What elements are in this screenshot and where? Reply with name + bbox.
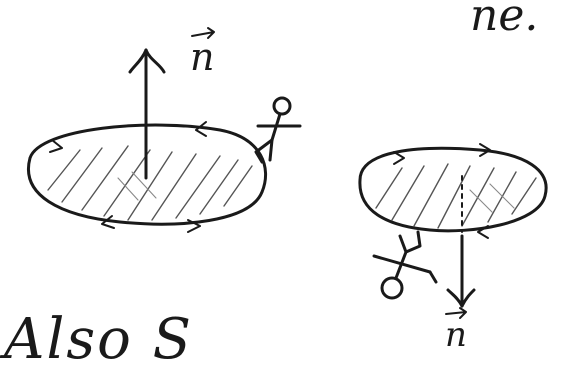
stick-figure-icon bbox=[254, 96, 302, 164]
circulation-arrow-icon bbox=[187, 219, 201, 233]
normal-label-top: n bbox=[190, 35, 215, 79]
top-right-fragment: ne. bbox=[470, 0, 539, 41]
circulation-arrow-icon bbox=[393, 151, 405, 165]
circulation-arrow-icon bbox=[479, 143, 491, 157]
normal-label-bottom: n bbox=[445, 315, 467, 355]
left-surface bbox=[27, 121, 267, 233]
right-surface bbox=[358, 143, 548, 239]
handwritten-note: Also S bbox=[4, 307, 193, 372]
circulation-arrow-icon bbox=[101, 215, 115, 229]
vector-overline-icon bbox=[191, 27, 215, 39]
normal-vector-arrow-icon bbox=[446, 234, 476, 308]
left-surface-boundary bbox=[27, 123, 267, 226]
stick-figure-icon bbox=[372, 230, 438, 300]
normal-vector-arrow-icon bbox=[128, 48, 166, 180]
right-surface-boundary bbox=[358, 146, 548, 233]
right-surface-hatching bbox=[375, 163, 537, 229]
circulation-arrow-icon bbox=[49, 139, 63, 153]
left-surface-hatching bbox=[47, 145, 253, 221]
circulation-arrow-icon bbox=[477, 225, 489, 239]
circulation-arrow-icon bbox=[195, 121, 207, 137]
vector-overline-icon bbox=[445, 307, 467, 319]
